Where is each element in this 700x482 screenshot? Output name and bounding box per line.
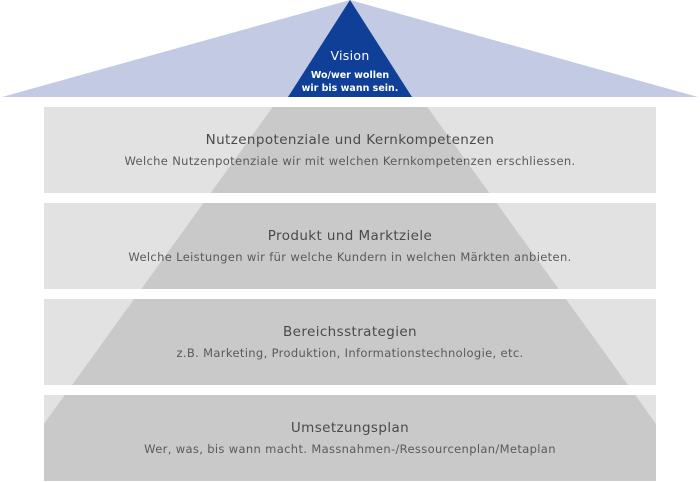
vision-triangle (288, 0, 412, 97)
level-1-description: Welche Nutzenpotenziale wir mit welchen … (124, 154, 575, 168)
level-3-description: z.B. Marketing, Produktion, Informations… (176, 346, 523, 360)
level-1-title: Nutzenpotenziale und Kernkompetenzen (206, 132, 495, 148)
level-3-title: Bereichsstrategien (283, 324, 417, 340)
level-4-description: Wer, was, bis wann macht. Massnahmen-/Re… (144, 442, 556, 456)
level-4-title: Umsetzungsplan (291, 420, 409, 436)
vision-line-1: Wo/wer wollen (311, 70, 390, 81)
vision-line-2: wir bis wann sein. (302, 83, 399, 94)
vision-title: Vision (330, 48, 369, 63)
level-2-title: Produkt und Marktziele (268, 228, 433, 244)
level-2-description: Welche Leistungen wir für welche Kundern… (128, 250, 571, 264)
